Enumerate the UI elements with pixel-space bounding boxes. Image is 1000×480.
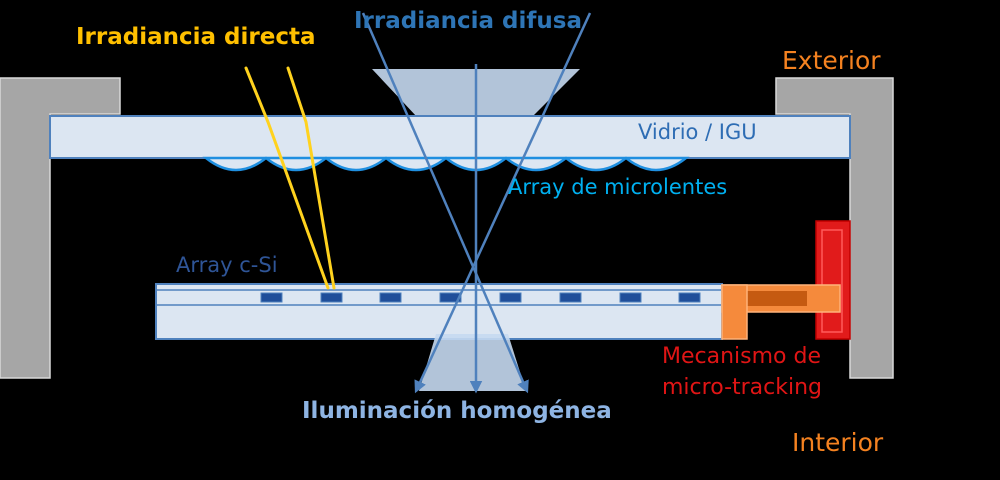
- glass-igu-panel: [49, 115, 851, 159]
- csi-array-label: Array c-Si: [176, 253, 278, 277]
- solar-cell: [439, 292, 462, 303]
- micro-tracking-mechanism: [721, 220, 851, 340]
- diffuse-ray-left: [361, 12, 529, 394]
- homogeneous-illumination-label: Iluminación homogénea: [302, 398, 612, 424]
- glass-igu-label: Vidrio / IGU: [638, 120, 757, 144]
- exterior-label: Exterior: [782, 46, 881, 75]
- tracking-rail: [815, 220, 851, 340]
- direct-irradiance-label: Irradiancia directa: [76, 24, 316, 50]
- tracking-block: [721, 284, 748, 340]
- mechanism-label-line2: micro-tracking: [662, 375, 823, 400]
- tracking-rail-inner: [821, 229, 843, 333]
- solar-cell: [320, 292, 343, 303]
- direct-ray-2: [286, 66, 336, 290]
- right-window-frame: [775, 77, 894, 379]
- solar-cell: [619, 292, 642, 303]
- direct-ray-1: [244, 66, 330, 290]
- direct-irradiance-rays: [244, 66, 336, 290]
- csi-solar-cells: [260, 292, 701, 303]
- solar-cell: [678, 292, 701, 303]
- solar-cell: [499, 292, 522, 303]
- solar-cell: [379, 292, 402, 303]
- solar-cell: [559, 292, 582, 303]
- csi-array-substrate: [155, 283, 723, 340]
- diffuse-irradiance-label: Irradiancia difusa: [354, 8, 582, 34]
- tracking-arm-core: [745, 291, 807, 306]
- diffuse-irradiance-rays: [361, 12, 592, 394]
- left-window-frame: [0, 77, 121, 379]
- diffuse-light-cone-bottom: [419, 334, 526, 391]
- mechanism-label-line1: Mecanismo de: [662, 344, 821, 369]
- microlens-array: [202, 156, 690, 172]
- solar-cell: [260, 292, 283, 303]
- microlens-array-label: Array de microlentes: [508, 175, 728, 199]
- interior-label: Interior: [792, 428, 884, 457]
- diffuse-ray-right: [414, 12, 592, 394]
